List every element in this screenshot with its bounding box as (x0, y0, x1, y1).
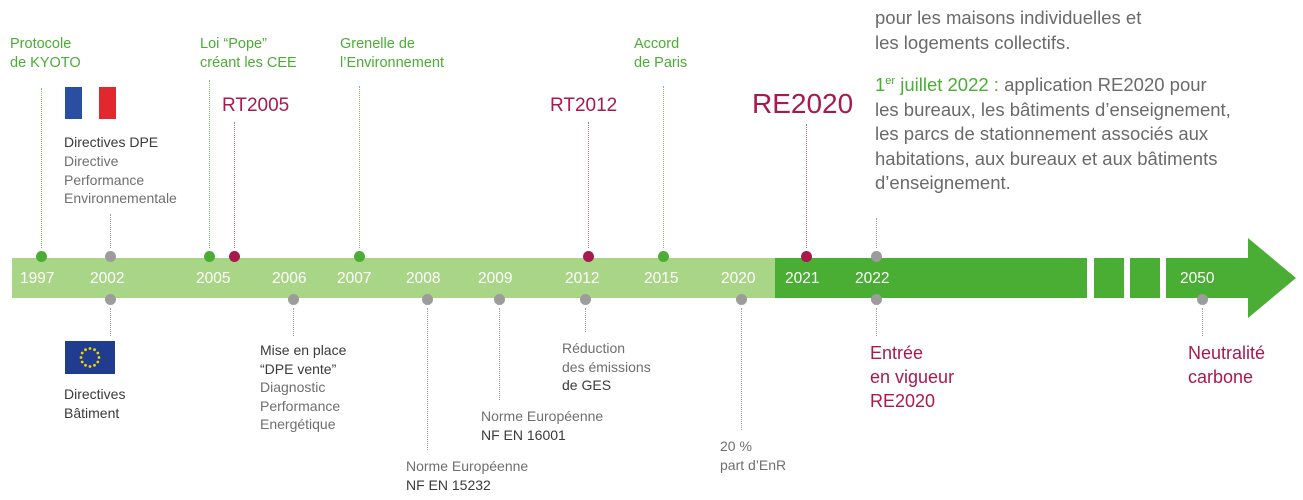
label-norme-16001-a: Norme Européenne (481, 408, 604, 424)
connector-2020 (741, 308, 742, 430)
connector-2008 (427, 308, 428, 450)
connector-2015 (663, 86, 664, 248)
paragraph-date: 1er juillet 2022 : (875, 74, 999, 96)
connector-2002-down (110, 308, 111, 336)
timeline-band-dark (775, 258, 1087, 298)
label-dpe-vente: Mise en place “DPE vente” (260, 342, 347, 377)
timeline-band-light (12, 258, 775, 298)
connector-2006 (293, 308, 294, 336)
year-2012: 2012 (565, 270, 600, 287)
label-grenelle: Grenelle de l’Environnement (340, 36, 444, 71)
paragraph-p2-first-text: application RE2020 pour (998, 74, 1207, 96)
connector-2022-down (876, 308, 877, 336)
year-2020: 2020 (721, 270, 756, 287)
year-2002: 2002 (90, 270, 125, 287)
dot-rt2005 (229, 251, 240, 262)
re2020-description: pour les maisons individuelles et les lo… (875, 6, 1295, 196)
year-2015: 2015 (644, 270, 679, 287)
label-rt2005: RT2005 (222, 95, 290, 116)
timeline-block-2 (1130, 258, 1160, 298)
connector-2050 (1202, 308, 1203, 336)
dot-2050 (1197, 294, 1208, 305)
paragraph-p2-rest: les bureaux, les bâtiments d’enseignemen… (875, 98, 1231, 194)
year-2050: 2050 (1180, 270, 1215, 287)
dot-2020 (736, 294, 747, 305)
connector-2009 (499, 308, 500, 400)
eu-flag-icon (65, 341, 115, 374)
connector-2005-green (209, 80, 210, 248)
dot-2002-up (105, 251, 116, 262)
dot-2002-down (105, 294, 116, 305)
dot-2022-down (871, 294, 882, 305)
connector-re2020 (806, 124, 807, 248)
label-paris: Accord de Paris (634, 36, 688, 71)
label-norme-15232-b: NF EN 15232 (406, 477, 491, 493)
timeline-block-3 (1166, 258, 1250, 298)
label-ges-b: de GES (562, 377, 612, 393)
label-neutralite-carbone: Neutralité carbone (1188, 343, 1266, 387)
label-directives-batiment: Directives Bâtiment (64, 386, 126, 421)
timeline-arrow-head (1248, 238, 1296, 318)
label-loi-pope: Loi “Pope” créant les CEE (200, 36, 297, 71)
dot-rt2012 (583, 251, 594, 262)
dot-2009 (494, 294, 505, 305)
connector-2022-up (876, 218, 877, 248)
label-enr: 20 % part d’EnR (720, 438, 787, 473)
label-norme-16001-b: NF EN 16001 (481, 427, 566, 443)
connector-2012-down (585, 308, 586, 332)
dot-1997 (36, 251, 47, 262)
label-re2020-big: RE2020 (752, 88, 854, 119)
connector-rt2012 (588, 122, 589, 248)
year-1997: 1997 (20, 270, 55, 287)
label-rt2012: RT2012 (550, 95, 618, 116)
dot-2007 (354, 251, 365, 262)
year-2006: 2006 (272, 270, 307, 287)
label-dpe-title: Directives DPE (64, 134, 159, 150)
label-kyoto: Protocole de KYOTO (10, 36, 81, 71)
paragraph-p2-first: 1er juillet 2022 : application RE2020 po… (875, 69, 1295, 98)
paragraph-line-2: les logements collectifs. (875, 31, 1071, 53)
connector-rt2005 (234, 122, 235, 248)
connector-2007 (359, 86, 360, 248)
connector-2002-up (110, 214, 111, 248)
paragraph-line-1: pour les maisons individuelles et (875, 7, 1142, 28)
label-dpe-vente-sub: Diagnostic Performance Energétique (260, 379, 341, 432)
dot-2006 (288, 294, 299, 305)
french-flag-icon (65, 87, 116, 119)
year-2005: 2005 (196, 270, 231, 287)
year-2022: 2022 (855, 270, 890, 287)
dot-2015 (658, 251, 669, 262)
year-2008: 2008 (406, 270, 441, 287)
connector-1997 (41, 88, 42, 248)
year-2009: 2009 (478, 270, 513, 287)
year-2021: 2021 (785, 270, 820, 287)
dot-2012-down (580, 294, 591, 305)
dot-2022-up (871, 251, 882, 262)
dot-re2020 (801, 251, 812, 262)
dot-2005-green (204, 251, 215, 262)
timeline-block-1 (1094, 258, 1124, 298)
label-dpe-sub: Directive Performance Environnementale (64, 153, 177, 206)
label-norme-15232-a: Norme Européenne (406, 458, 529, 474)
label-ges-a: Réduction des émissions (562, 340, 651, 375)
dot-2008 (422, 294, 433, 305)
year-2007: 2007 (337, 270, 372, 287)
label-entree-vigueur: Entrée en vigueur RE2020 (870, 343, 955, 411)
